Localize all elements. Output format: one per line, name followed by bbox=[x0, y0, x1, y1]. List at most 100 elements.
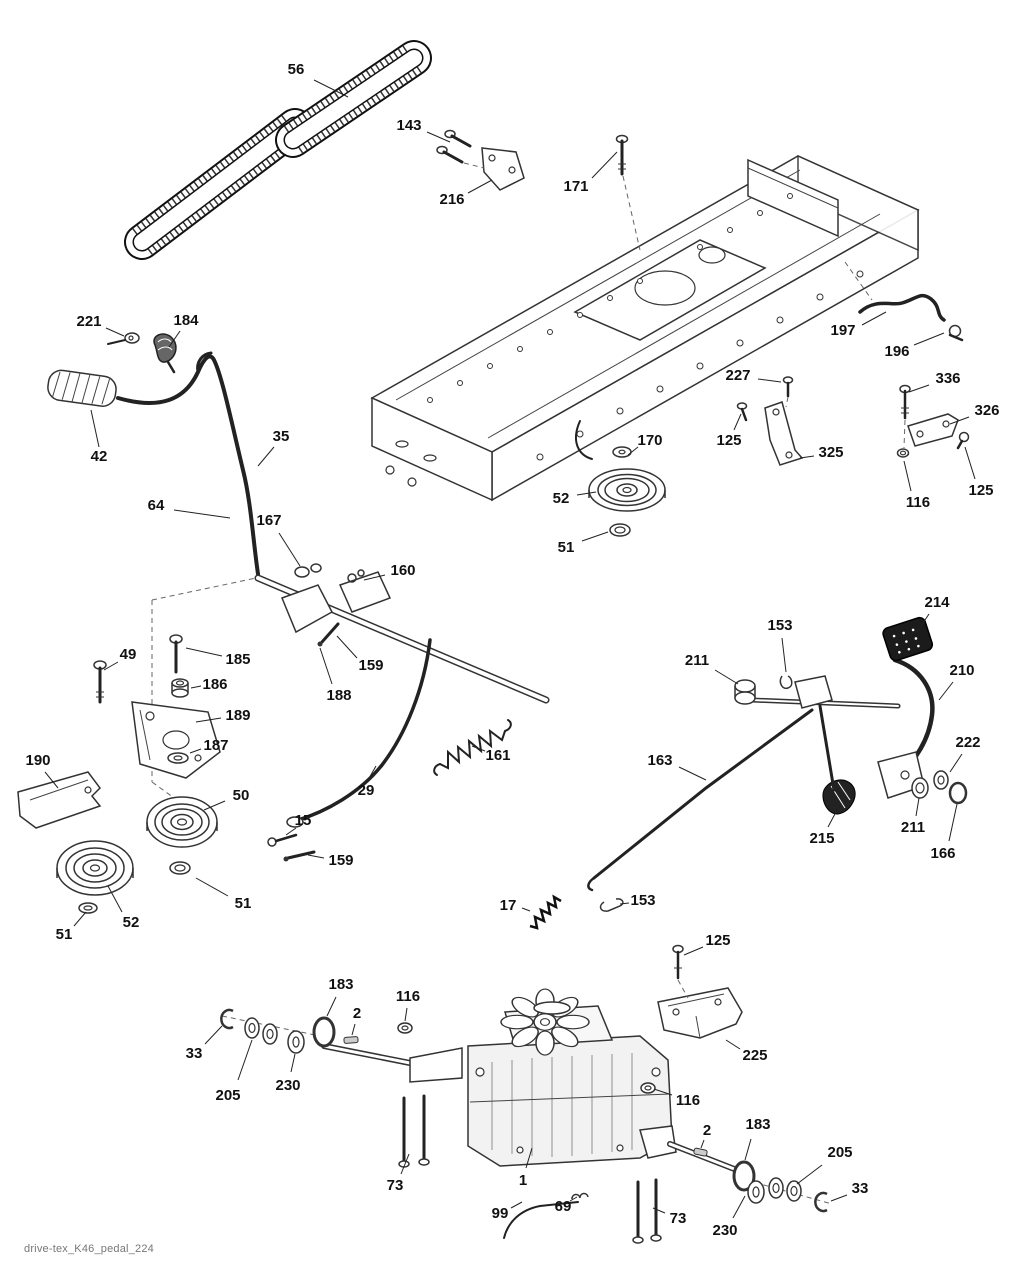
leader-line-116 bbox=[903, 460, 912, 492]
leader-line-190 bbox=[44, 771, 59, 789]
part-label-222: 222 bbox=[955, 734, 980, 751]
part-label-167: 167 bbox=[256, 512, 281, 529]
leader-line-188 bbox=[319, 647, 333, 685]
pulley-50 bbox=[146, 796, 218, 848]
part-label-50: 50 bbox=[233, 787, 250, 804]
bolt-227 bbox=[782, 376, 794, 408]
leader-line-214 bbox=[916, 613, 930, 633]
pedal-assembly bbox=[734, 616, 968, 815]
leader-line-1 bbox=[525, 1147, 533, 1169]
leader-line-211 bbox=[915, 797, 920, 817]
drawing-id: drive-tex_K46_pedal_224 bbox=[24, 1243, 154, 1255]
leader-line-170 bbox=[627, 446, 639, 456]
part-label-170: 170 bbox=[637, 432, 662, 449]
part-label-184: 184 bbox=[173, 312, 199, 329]
part-label-33: 33 bbox=[186, 1045, 203, 1062]
bracket-216 bbox=[481, 147, 525, 191]
leader-line-125 bbox=[733, 413, 742, 431]
leader-line-222 bbox=[949, 753, 963, 773]
part-label-183: 183 bbox=[745, 1116, 770, 1133]
part-label-227: 227 bbox=[725, 367, 750, 384]
part-label-188: 188 bbox=[326, 687, 351, 704]
part-label-211: 211 bbox=[901, 819, 925, 836]
leader-line-69 bbox=[569, 1196, 578, 1202]
bracket-189 bbox=[131, 701, 221, 779]
leader-line-183 bbox=[326, 996, 337, 1017]
part-label-56: 56 bbox=[288, 61, 305, 78]
bracket-326 bbox=[907, 413, 959, 447]
leader-line-227 bbox=[757, 378, 782, 383]
part-label-161: 161 bbox=[485, 747, 510, 764]
part-label-116: 116 bbox=[396, 988, 420, 1005]
leader-line-166 bbox=[948, 803, 958, 842]
part-label-125: 125 bbox=[716, 432, 741, 449]
screw-196 bbox=[948, 324, 964, 342]
axle-hardware-right bbox=[640, 1082, 828, 1213]
leader-line-183 bbox=[744, 1138, 752, 1161]
leader-line-215 bbox=[827, 811, 837, 828]
bushing-186 bbox=[171, 678, 189, 698]
leader-line-15 bbox=[285, 827, 297, 836]
part-label-51: 51 bbox=[235, 895, 252, 912]
spacer-51-mid bbox=[169, 861, 191, 875]
bolt-185 bbox=[169, 634, 183, 674]
part-label-153: 153 bbox=[630, 892, 655, 909]
part-label-153: 153 bbox=[767, 617, 792, 634]
leader-line-49 bbox=[103, 661, 119, 671]
knob-184 bbox=[153, 333, 177, 374]
leader-line-56 bbox=[313, 79, 349, 98]
leader-line-42 bbox=[90, 409, 100, 448]
bolt-171 bbox=[615, 134, 641, 251]
leader-line-50 bbox=[203, 800, 226, 811]
leader-line-73 bbox=[400, 1153, 410, 1175]
part-label-159: 159 bbox=[358, 657, 383, 674]
mounting-bolts-73-right bbox=[632, 1178, 662, 1244]
part-label-325: 325 bbox=[818, 444, 843, 461]
part-label-52: 52 bbox=[123, 914, 140, 931]
control-rod-35-64 bbox=[116, 351, 260, 576]
part-label-225: 225 bbox=[742, 1047, 767, 1064]
rod-29 bbox=[286, 638, 432, 828]
spring-69 bbox=[571, 1192, 589, 1200]
leader-line-125 bbox=[683, 946, 704, 956]
leader-line-167 bbox=[278, 532, 301, 567]
part-label-215: 215 bbox=[809, 830, 834, 847]
leader-line-33 bbox=[204, 1025, 223, 1045]
part-label-35: 35 bbox=[273, 428, 290, 445]
leader-line-153 bbox=[781, 637, 787, 673]
part-label-69: 69 bbox=[555, 1198, 572, 1215]
shift-shaft-assembly bbox=[151, 563, 550, 809]
leader-line-197 bbox=[861, 311, 887, 326]
leader-line-51 bbox=[581, 531, 609, 542]
part-label-326: 326 bbox=[974, 402, 999, 419]
bolt-336 bbox=[899, 384, 911, 449]
part-label-221: 221 bbox=[76, 313, 101, 330]
rod-163 bbox=[587, 708, 814, 892]
transaxle bbox=[221, 988, 833, 1205]
leader-line-326 bbox=[949, 416, 970, 425]
part-label-189: 189 bbox=[225, 707, 250, 724]
leader-line-160 bbox=[363, 574, 386, 581]
clip-153-lower bbox=[599, 898, 624, 912]
part-label-185: 185 bbox=[225, 651, 250, 668]
part-label-42: 42 bbox=[91, 448, 108, 465]
part-label-51: 51 bbox=[56, 926, 73, 943]
washer-187 bbox=[167, 752, 189, 764]
part-label-186: 186 bbox=[202, 676, 227, 693]
leader-line-2 bbox=[351, 1023, 356, 1036]
part-label-1: 1 bbox=[519, 1172, 527, 1189]
bolts-143 bbox=[436, 129, 485, 169]
leader-line-51 bbox=[195, 877, 229, 897]
part-label-143: 143 bbox=[396, 117, 421, 134]
part-label-196: 196 bbox=[884, 343, 909, 360]
leader-line-153 bbox=[619, 902, 630, 905]
mounting-bolts-73-left bbox=[398, 1094, 430, 1168]
part-label-33: 33 bbox=[852, 1180, 869, 1197]
leader-line-196 bbox=[913, 332, 945, 346]
part-label-116: 116 bbox=[676, 1092, 700, 1109]
bolt-125-right bbox=[956, 431, 970, 450]
leader-line-159 bbox=[307, 854, 325, 859]
leader-line-230 bbox=[290, 1053, 296, 1073]
